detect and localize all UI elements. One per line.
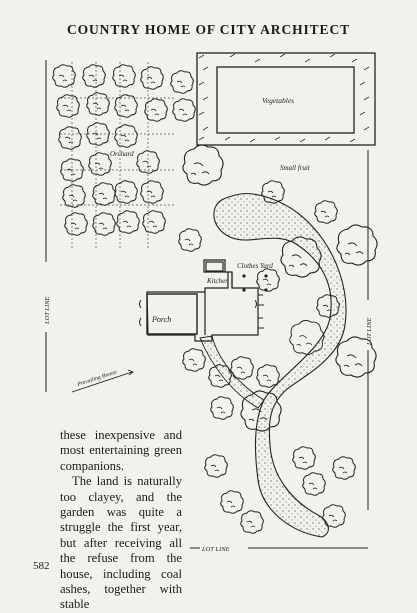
clothes-yard-posts [242, 274, 268, 292]
garden-site-plan: Vegetables Orchard Small fruit Clothes Y… [44, 52, 378, 553]
label-clothes-yard: Clothes Yard [237, 262, 273, 270]
label-orchard: Orchard [110, 150, 134, 158]
vegetable-garden-bed [196, 52, 376, 146]
prevailing-breeze-arrow [71, 369, 134, 393]
label-small-fruit: Small fruit [280, 164, 311, 172]
body-paragraph: The land is naturally too clayey, and th… [60, 474, 182, 612]
label-lot-line-right: LOT LINE [366, 317, 373, 346]
running-header: COUNTRY HOME OF CITY ARCHITECT [66, 22, 351, 37]
label-lot-line-left: LOT LINE [44, 296, 51, 325]
body-paragraph: these inexpensive and most entertaining … [60, 428, 182, 473]
label-porch: Porch [151, 315, 171, 324]
book-page: COUNTRY HOME OF CITY ARCHITECT [33, 22, 378, 611]
label-lot-line-bottom: LOT LINE [201, 546, 230, 553]
orchard-grid [60, 62, 175, 250]
label-vegetables: Vegetables [262, 96, 294, 105]
stippled-walk [199, 335, 265, 409]
stippled-driveway [213, 193, 347, 538]
house-outline [139, 259, 264, 342]
body-text-column: these inexpensive and most entertaining … [60, 428, 182, 613]
label-kitchen: Kitchen [206, 277, 229, 285]
page-number: 582 [33, 560, 50, 572]
